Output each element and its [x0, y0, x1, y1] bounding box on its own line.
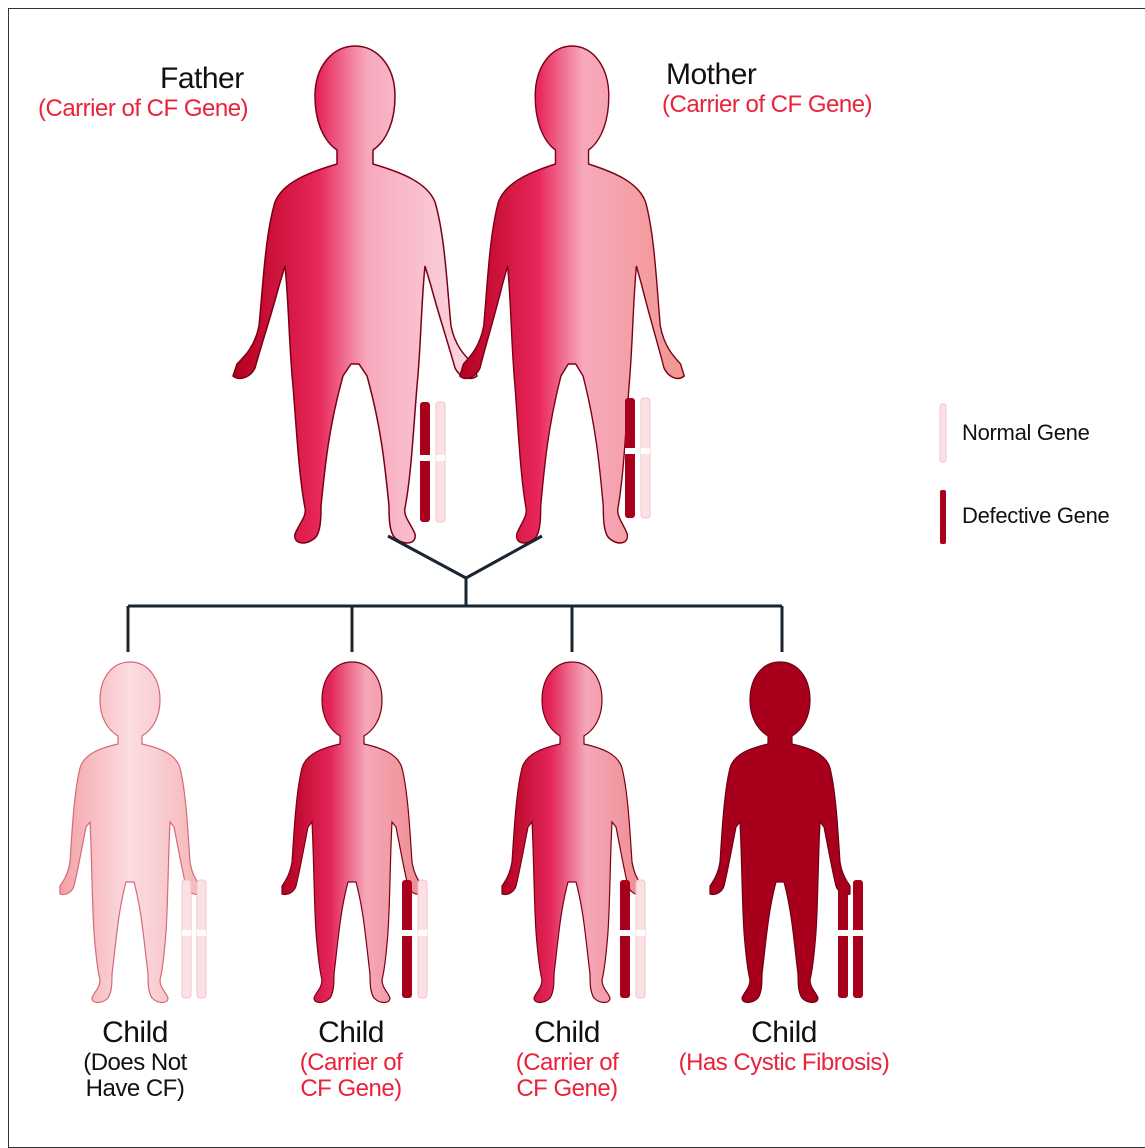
mother-label: Mother (Carrier of CF Gene)	[662, 58, 922, 118]
father-status: (Carrier of CF Gene)	[30, 96, 280, 123]
mother-figure	[460, 46, 684, 543]
legend-defective-swatch	[940, 490, 946, 544]
legend-normal-label: Normal Gene	[962, 420, 1090, 446]
child-2-figure	[282, 662, 422, 1003]
mother-status: (Carrier of CF Gene)	[662, 92, 922, 119]
inheritance-connector	[128, 536, 782, 652]
legend-defective-label: Defective Gene	[962, 503, 1109, 529]
child-2-status-line1: (Carrier of	[266, 1050, 436, 1077]
child-2-name: Child	[266, 1016, 436, 1050]
father-name: Father	[30, 62, 280, 96]
child-1-figure	[60, 662, 200, 1003]
child-4-figure	[710, 662, 850, 1003]
child-1-status-line2: Have CF)	[50, 1076, 220, 1103]
child-2-chromosomes	[402, 880, 427, 998]
child-3-status-line2: CF Gene)	[482, 1076, 652, 1103]
child-2-label: Child (Carrier of CF Gene)	[266, 1016, 436, 1103]
child-3-name: Child	[482, 1016, 652, 1050]
mother-name: Mother	[662, 58, 922, 92]
child-4-label: Child (Has Cystic Fibrosis)	[660, 1016, 908, 1076]
child-3-chromosomes	[620, 880, 645, 998]
father-chromosomes	[420, 402, 445, 522]
child-1-name: Child	[50, 1016, 220, 1050]
child-3-status-line1: (Carrier of	[482, 1050, 652, 1077]
mother-chromosomes	[625, 398, 650, 518]
child-4-chromosomes	[838, 880, 863, 998]
child-1-label: Child (Does Not Have CF)	[50, 1016, 220, 1103]
father-label: Father (Carrier of CF Gene)	[30, 62, 280, 122]
child-3-label: Child (Carrier of CF Gene)	[482, 1016, 652, 1103]
legend-normal-swatch	[940, 404, 946, 462]
child-2-status-line2: CF Gene)	[266, 1076, 436, 1103]
child-1-status-line1: (Does Not	[50, 1050, 220, 1077]
child-1-chromosomes	[182, 880, 206, 998]
child-4-status-line1: (Has Cystic Fibrosis)	[660, 1050, 908, 1077]
child-4-name: Child	[660, 1016, 908, 1050]
